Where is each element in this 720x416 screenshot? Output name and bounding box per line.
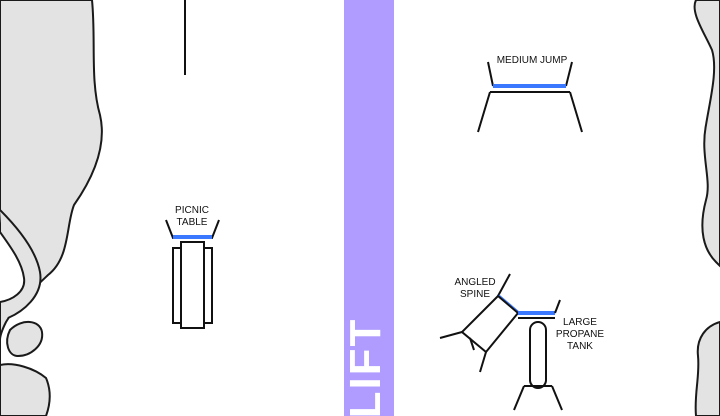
- left-terrain-area: [0, 0, 103, 416]
- picnic-table-feature: [165, 219, 220, 329]
- angled-spine-feature: [439, 273, 520, 373]
- left-terrain-island: [6, 321, 44, 358]
- left-terrain-contour-2: [0, 231, 26, 303]
- large-propane-tank-feature: [513, 299, 563, 411]
- propane-tank-body: [529, 321, 547, 389]
- medium-jump-feature: [477, 61, 583, 133]
- angled-spine-label: ANGLED SPINE: [454, 277, 496, 300]
- lift-band: [344, 0, 394, 416]
- picnic-table-label: PICNIC TABLE: [175, 205, 209, 228]
- lift-label: LIFT: [341, 317, 390, 416]
- left-terrain-bottom: [0, 363, 51, 416]
- right-terrain-area: [693, 0, 720, 268]
- medium-jump-label: MEDIUM JUMP: [496, 55, 568, 66]
- large-propane-tank-label: LARGE PROPANE TANK: [555, 317, 605, 352]
- right-terrain-bottom: [694, 320, 720, 416]
